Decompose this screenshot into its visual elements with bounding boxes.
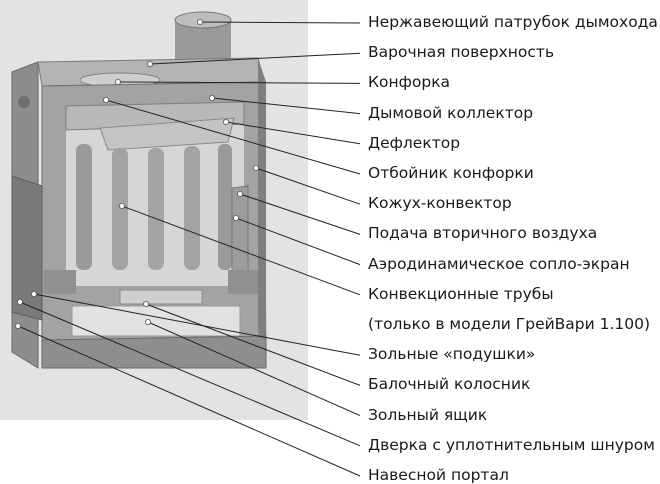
leader-line: [149, 52, 361, 65]
label-ash-drawer: Зольный ящик: [368, 405, 488, 424]
leader-dot: [115, 79, 122, 86]
label-cooking-surface: Варочная поверхность: [368, 43, 555, 62]
label-hinged-portal: Навесной портал: [368, 466, 509, 484]
convection-tube: [148, 148, 164, 270]
leader-line: [235, 217, 361, 266]
leader-line: [239, 193, 361, 235]
convection-tube: [218, 144, 232, 270]
leader-line: [199, 21, 361, 24]
chimney-pipe-rim: [174, 11, 232, 29]
leader-line: [19, 301, 361, 447]
label-deflector: Дефлектор: [368, 133, 461, 152]
label-chimney-pipe: Нержавеющий патрубок дымохода: [368, 13, 658, 31]
label-convector-casing: Кожух-конвектор: [368, 194, 512, 213]
label-convection-tubes: Конвекционные трубы: [368, 284, 554, 303]
label-hotplate-baffle: Отбойник конфорки: [368, 164, 534, 182]
leader-line: [225, 121, 361, 145]
leader-line: [211, 97, 361, 115]
ash-drawer: [71, 305, 241, 337]
leader-line: [147, 321, 361, 417]
leader-dot: [252, 164, 259, 171]
leader-dot: [232, 214, 239, 221]
label-nozzle-screen: Аэродинамическое сопло-экран: [368, 254, 630, 273]
leader-line: [105, 99, 361, 175]
leader-dot: [14, 322, 21, 329]
label-ash-pads: Зольные «подушки»: [368, 345, 536, 364]
door-knob: [18, 96, 30, 108]
leader-dot: [119, 202, 126, 209]
label-model-note: (только в модели ГрейВари 1.100): [368, 315, 651, 333]
label-hotplate: Конфорка: [368, 73, 451, 92]
leader-lines: [14, 18, 361, 477]
leader-line: [117, 81, 361, 84]
bottom-sill: [41, 335, 267, 369]
leader-dot: [196, 18, 203, 25]
convection-tube: [112, 148, 128, 270]
leader-line: [17, 325, 361, 477]
leader-dot: [222, 119, 229, 126]
leader-dot: [16, 298, 23, 305]
convection-tube: [76, 144, 92, 270]
ash-pad: [228, 270, 258, 294]
leader-line: [255, 167, 361, 205]
leader-dot: [236, 190, 243, 197]
leader-dot: [30, 290, 37, 297]
leader-dot: [142, 300, 149, 307]
leader-dot: [208, 95, 215, 102]
label-secondary-air: Подача вторичного воздуха: [368, 224, 598, 243]
convection-tube: [184, 146, 200, 270]
leader-line: [33, 293, 361, 356]
label-grate-beam: Балочный колосник: [368, 375, 531, 394]
label-sealed-door: Дверка с уплотнительным шнуром: [368, 435, 655, 454]
deflector-slope: [99, 117, 235, 151]
leader-line: [121, 205, 361, 296]
leader-dot: [146, 61, 153, 68]
label-smoke-collector: Дымовой коллектор: [368, 103, 534, 122]
door-frame: [11, 175, 43, 321]
secondary-air-panel: [231, 185, 249, 277]
grate-beam: [119, 289, 203, 305]
leader-dot: [103, 97, 110, 104]
convector-casing: [258, 58, 266, 368]
ash-pad: [44, 270, 76, 294]
leader-dot: [144, 318, 151, 325]
leader-line: [145, 303, 361, 386]
